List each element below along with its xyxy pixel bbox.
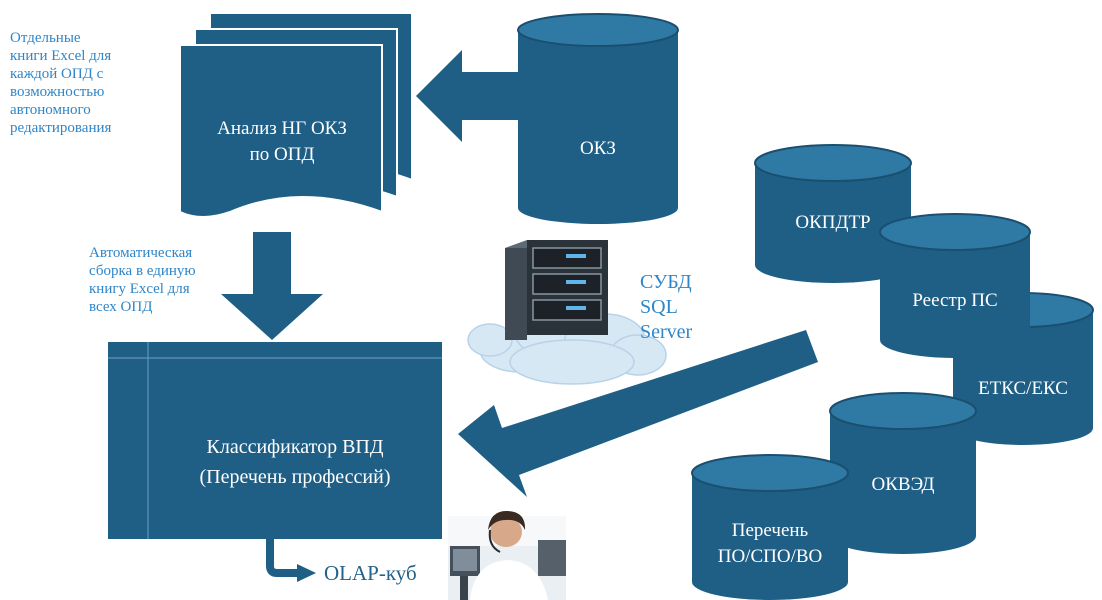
analysis-document-line2: по ОПД [249, 144, 315, 165]
olap-cube-label: OLAP-куб [324, 561, 417, 585]
arrow-assembly-down [221, 232, 323, 340]
okved-label: ОКВЭД [871, 474, 935, 495]
auto-assembly-note-line: сборка в единую [89, 263, 196, 279]
education-list-label-line2: ПО/СПО/ВО [717, 546, 823, 567]
separate-books-note-line: автономного [10, 102, 91, 118]
separate-books-note-line: книги Excel для [10, 48, 112, 64]
server-cloud-icon [467, 240, 667, 385]
separate-books-note-line: каждой ОПД с [10, 66, 104, 82]
okpdtr-database-cylinder [754, 144, 912, 283]
arrow-to-olap [266, 539, 316, 582]
okpdtr-label: ОКПДТР [795, 212, 871, 233]
auto-assembly-note: Автоматическая сборка в единую книгу Exc… [89, 244, 196, 316]
etks-label: ЕТКС/ЕКС [978, 378, 1068, 399]
okz-database-cylinder [517, 13, 679, 224]
separate-books-note: Отдельные книги Excel для каждой ОПД с в… [10, 29, 111, 137]
education-list-database-cylinder [691, 454, 849, 600]
registry-database-cylinder [879, 213, 1031, 358]
dbms-label-line2: SQL [640, 296, 678, 318]
dbms-label-line1: СУБД [640, 271, 692, 293]
separate-books-note-line: редактирования [10, 120, 112, 136]
separate-books-note-line: возможностью [10, 84, 105, 100]
auto-assembly-note-line: всех ОПД [89, 299, 153, 315]
auto-assembly-note-line: книгу Excel для [89, 281, 190, 297]
arrow-databases-to-classifier [458, 330, 818, 497]
classifier-box [108, 342, 442, 539]
analysis-document-stack [179, 12, 413, 218]
classifier-label-line2: (Перечень профессий) [199, 466, 391, 488]
education-list-label-line1: Перечень [731, 520, 809, 541]
dbms-label: СУБД SQL Server [640, 270, 692, 345]
classifier-label-line1: Классификатор ВПД [206, 436, 384, 458]
okved-database-cylinder [829, 392, 977, 554]
arrow-okz-to-analysis [416, 50, 520, 142]
auto-assembly-note-line: Автоматическая [89, 245, 193, 261]
dbms-label-line3: Server [640, 321, 693, 343]
separate-books-note-line: Отдельные [10, 30, 81, 46]
operator-photo [448, 510, 566, 600]
okz-label: ОКЗ [580, 138, 616, 159]
analysis-document-label: Анализ НГ ОКЗ по ОПД [182, 116, 382, 168]
registry-label: Реестр ПС [912, 290, 998, 311]
classifier-label: Классификатор ВПД (Перечень профессий) [148, 432, 442, 492]
education-list-label: Перечень ПО/СПО/ВО [692, 518, 848, 570]
analysis-document-line1: Анализ НГ ОКЗ [217, 118, 347, 139]
